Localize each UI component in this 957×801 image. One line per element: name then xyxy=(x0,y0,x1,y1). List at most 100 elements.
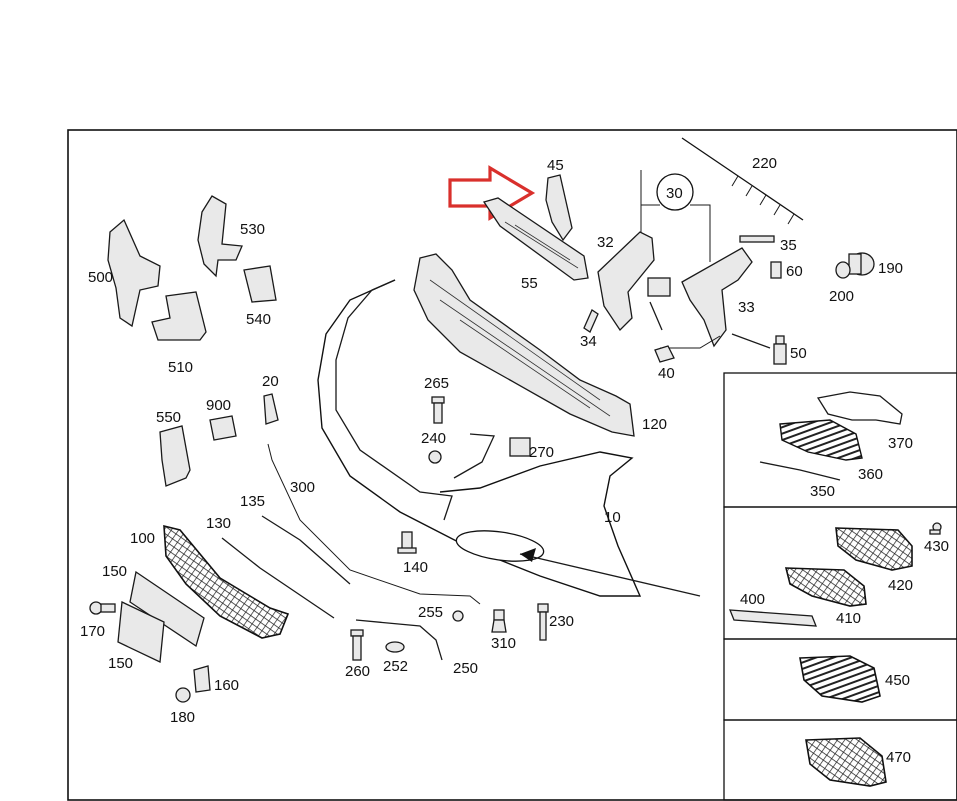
part-410-grille xyxy=(784,567,867,607)
part-430-clip xyxy=(929,522,942,535)
label-260: 260 xyxy=(345,663,370,680)
part-60 xyxy=(770,261,782,279)
label-410: 410 xyxy=(836,610,861,627)
label-34: 34 xyxy=(580,333,597,350)
part-55 xyxy=(482,197,589,281)
part-100-grille xyxy=(163,524,290,639)
part-150-plate-lower xyxy=(117,601,165,663)
label-400: 400 xyxy=(740,591,765,608)
part-150-plate-upper xyxy=(129,570,205,648)
label-250: 250 xyxy=(453,660,478,677)
part-350-strip xyxy=(759,461,841,481)
part-230-screw xyxy=(537,603,549,641)
label-200: 200 xyxy=(829,288,854,305)
part-400-strip xyxy=(729,609,817,627)
label-10: 10 xyxy=(604,509,621,526)
label-310: 310 xyxy=(491,635,516,652)
part-32 xyxy=(597,231,655,332)
label-160: 160 xyxy=(214,677,239,694)
part-180-nut xyxy=(175,687,191,703)
part-20 xyxy=(263,393,279,425)
label-45: 45 xyxy=(547,157,564,174)
label-255: 255 xyxy=(418,604,443,621)
part-240-nut xyxy=(428,450,442,464)
label-900: 900 xyxy=(206,397,231,414)
part-255-nut xyxy=(452,610,464,622)
part-900 xyxy=(209,415,237,441)
label-55: 55 xyxy=(521,275,538,292)
part-33 xyxy=(681,247,753,348)
label-530: 530 xyxy=(240,221,265,238)
label-33: 33 xyxy=(738,299,755,316)
part-170-bolt xyxy=(89,601,116,615)
label-370: 370 xyxy=(888,435,913,452)
part-140-clip xyxy=(397,531,417,554)
label-140: 140 xyxy=(403,559,428,576)
label-450: 450 xyxy=(885,672,910,689)
part-260-bolt xyxy=(350,629,364,661)
label-265: 265 xyxy=(424,375,449,392)
label-470: 470 xyxy=(886,749,911,766)
diagram-frame xyxy=(67,129,957,801)
part-10-bumper-cover xyxy=(317,279,642,597)
label-360: 360 xyxy=(858,466,883,483)
part-252-washer xyxy=(385,641,405,653)
label-35: 35 xyxy=(780,237,797,254)
part-200-ring xyxy=(835,261,851,279)
label-300: 300 xyxy=(290,479,315,496)
label-100: 100 xyxy=(130,530,155,547)
part-160 xyxy=(193,665,211,693)
part-550 xyxy=(159,425,191,487)
detail-panels xyxy=(723,372,957,801)
part-360-insert xyxy=(779,419,863,461)
label-500: 500 xyxy=(88,269,113,286)
label-240: 240 xyxy=(421,430,446,447)
label-540: 540 xyxy=(246,311,271,328)
label-20: 20 xyxy=(262,373,279,390)
part-40 xyxy=(654,345,675,363)
red-outline-arrow-icon xyxy=(448,165,536,221)
part-135-strip xyxy=(261,515,351,585)
label-130: 130 xyxy=(206,515,231,532)
label-270: 270 xyxy=(529,444,554,461)
label-230: 230 xyxy=(549,613,574,630)
part-310-clip xyxy=(491,609,507,633)
part-190-sensor xyxy=(848,252,875,276)
label-220: 220 xyxy=(752,155,777,172)
label-60: 60 xyxy=(786,263,803,280)
label-420: 420 xyxy=(888,577,913,594)
part-470-grille xyxy=(805,737,887,787)
part-35 xyxy=(739,235,775,243)
label-190: 190 xyxy=(878,260,903,277)
part-250-strip xyxy=(355,619,443,661)
label-150-lower: 150 xyxy=(108,655,133,672)
part-510 xyxy=(151,291,207,341)
label-135: 135 xyxy=(240,493,265,510)
label-180: 180 xyxy=(170,709,195,726)
part-220-line xyxy=(681,137,804,225)
label-550: 550 xyxy=(156,409,181,426)
label-50: 50 xyxy=(790,345,807,362)
label-32: 32 xyxy=(597,234,614,251)
label-430: 430 xyxy=(924,538,949,555)
label-350: 350 xyxy=(810,483,835,500)
label-150-upper: 150 xyxy=(102,563,127,580)
part-270 xyxy=(509,437,531,457)
part-370-frame xyxy=(816,391,903,425)
label-30: 30 xyxy=(666,185,683,202)
label-40: 40 xyxy=(658,365,675,382)
part-30-callout xyxy=(656,173,694,211)
label-120: 120 xyxy=(642,416,667,433)
part-120-beam xyxy=(413,253,635,437)
part-530 xyxy=(197,195,243,278)
part-45 xyxy=(545,174,573,242)
part-labels: 500 530 540 510 550 900 20 45 55 30 32 3… xyxy=(80,155,949,766)
part-265-bolt xyxy=(431,396,445,424)
label-252: 252 xyxy=(383,658,408,675)
part-34 xyxy=(583,309,599,333)
part-540 xyxy=(243,265,277,303)
part-500 xyxy=(107,218,161,328)
label-170: 170 xyxy=(80,623,105,640)
label-510: 510 xyxy=(168,359,193,376)
